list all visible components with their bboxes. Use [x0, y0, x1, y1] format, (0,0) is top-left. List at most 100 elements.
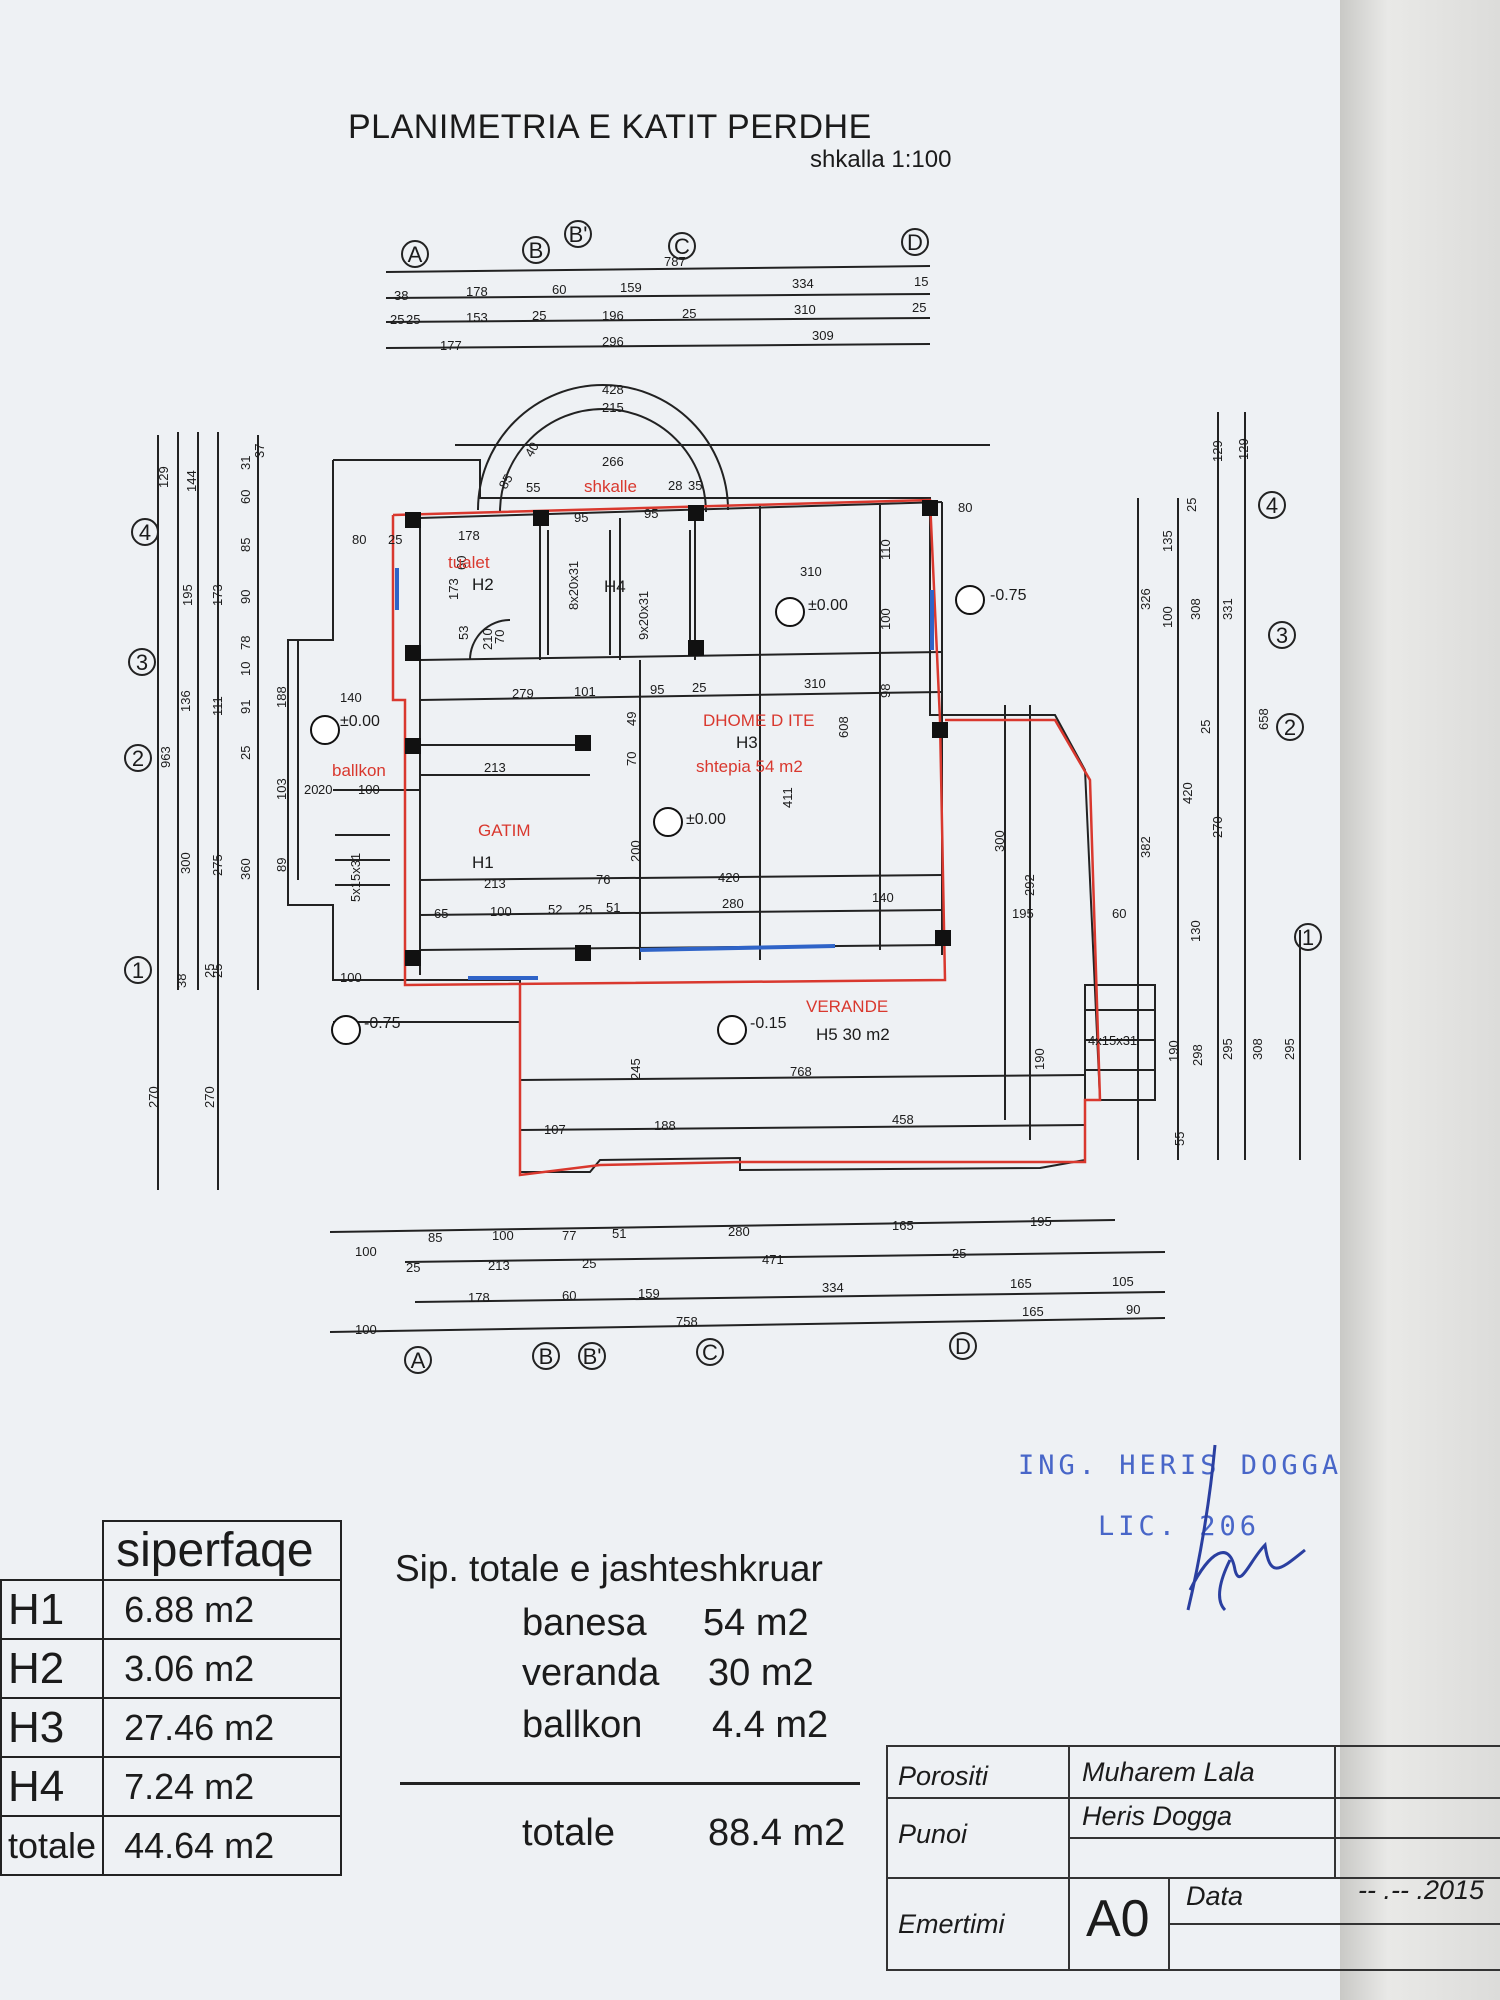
dim-text: 100	[355, 1322, 377, 1337]
dim-text: 190	[1032, 1048, 1047, 1070]
dim-text: 105	[1112, 1274, 1134, 1289]
veranda-outline	[518, 718, 1102, 1177]
axis-bubble	[131, 518, 159, 546]
dim-text: 91	[238, 700, 253, 714]
dim-text: 136	[178, 690, 193, 712]
dim-text: 25	[390, 312, 404, 327]
dim-text: 60	[1112, 906, 1126, 921]
level-marker	[653, 807, 683, 837]
dim-text: 787	[664, 254, 686, 269]
dim-text: 195	[1030, 1214, 1052, 1229]
dim-text: 275	[210, 854, 225, 876]
dim-text: 300	[178, 852, 193, 874]
column	[405, 512, 421, 528]
dim-text: 308	[1188, 598, 1203, 620]
dim-text: 25	[578, 902, 592, 917]
dim-text: 178	[458, 528, 480, 543]
axis-label: 1	[132, 958, 144, 983]
summary-value: 54 m2	[703, 1602, 809, 1644]
dim-text: 35	[688, 478, 702, 493]
dim-text: 80	[352, 532, 366, 547]
dim-text: 51	[612, 1226, 626, 1241]
room-name: ballkon	[332, 761, 386, 780]
axis-label: 4	[139, 520, 151, 545]
dim-text: 100	[1160, 606, 1175, 628]
dim-text: 195	[180, 584, 195, 606]
wall	[419, 651, 943, 661]
dim-text: 334	[822, 1280, 844, 1295]
data-label: Data	[1186, 1881, 1244, 1911]
ground-floor-outline	[391, 498, 947, 987]
axis-bubble	[949, 1332, 977, 1360]
dim-line	[385, 293, 931, 299]
dim-text: 100	[878, 608, 893, 630]
room-code: H1	[472, 853, 494, 872]
dim-text: 51	[606, 900, 620, 915]
area-table: siperfaqe H1 6.88 m2 H2 3.06 m2 H3 27.46…	[0, 1520, 343, 1876]
dim-text: 159	[620, 280, 642, 295]
room-name: tualet	[448, 553, 490, 572]
drawing-scale: shkalla 1:100	[810, 146, 952, 173]
dim-text: 266	[602, 454, 624, 469]
dim-line	[329, 1219, 1116, 1233]
level-value: ±0.00	[808, 597, 848, 614]
axis-label: D	[955, 1334, 971, 1359]
dim-text: 188	[274, 686, 289, 708]
sheet-code: A0	[1086, 1890, 1150, 1948]
column	[688, 640, 704, 656]
dim-text: 458	[892, 1112, 914, 1127]
dim-text: 110	[878, 539, 893, 560]
dim-text: 213	[484, 876, 506, 891]
dim-text: 90	[1126, 1302, 1140, 1317]
dim-text: 758	[676, 1314, 698, 1329]
room-code: H4	[604, 577, 626, 596]
stair-spec: 5x15x31	[348, 853, 363, 902]
axis-label: C	[702, 1340, 718, 1365]
dim-text: 382	[1138, 836, 1153, 858]
dim-text: 10	[238, 662, 253, 676]
dim-text: 60	[562, 1288, 576, 1303]
column	[935, 930, 951, 946]
area-value: 6.88 m2	[102, 1579, 343, 1640]
dim-text: 296	[602, 334, 624, 349]
area-key: H4	[0, 1756, 105, 1817]
dim-text: 196	[602, 308, 624, 323]
stair-spec: 9x20x31	[636, 591, 651, 640]
dim-text: 420	[1180, 782, 1195, 804]
dim-line	[404, 1251, 1166, 1263]
dim-text: 308	[1250, 1038, 1265, 1060]
table-row: H1 6.88 m2	[0, 1579, 343, 1640]
room-code: H3	[736, 733, 758, 752]
dim-text: 85	[238, 538, 253, 552]
dim-text: 100	[340, 970, 362, 985]
axis-bubble	[522, 236, 550, 264]
room-code: H5 30 m2	[816, 1025, 890, 1044]
area-table-header: siperfaqe	[102, 1520, 343, 1581]
column	[932, 722, 948, 738]
area-value: 7.24 m2	[102, 1756, 343, 1817]
dim-text: 100	[490, 904, 512, 919]
dim-text: 411	[780, 787, 795, 808]
dim-text: 25	[388, 532, 402, 547]
stamp-line: LIC. 206	[1098, 1511, 1261, 1542]
level-marker	[955, 585, 985, 615]
dim-text: 213	[484, 760, 506, 775]
stair-spec: 4x15x31	[1088, 1033, 1137, 1048]
dim-text: 129	[1236, 438, 1251, 460]
level-value: ±0.00	[340, 713, 380, 730]
area-value: 27.46 m2	[102, 1697, 343, 1758]
dim-text: 295	[1220, 1038, 1235, 1060]
dim-text: 20	[304, 782, 318, 797]
dim-text: 40	[522, 439, 542, 459]
dim-text: 190	[1166, 1040, 1181, 1062]
wall	[519, 1124, 1086, 1131]
engineer-stamp: ING. HERIS DOGGA LIC. 206	[1018, 1450, 1342, 1542]
dim-text: 95	[574, 510, 588, 525]
axis-bubble	[124, 744, 152, 772]
dim-text: 173	[210, 584, 225, 606]
dim-text: 100	[358, 782, 380, 797]
table-row: H4 7.24 m2	[0, 1756, 343, 1817]
stair-tower-inner	[499, 408, 707, 513]
dim-text: 310	[794, 302, 816, 317]
dim-text: 270	[202, 1086, 217, 1108]
